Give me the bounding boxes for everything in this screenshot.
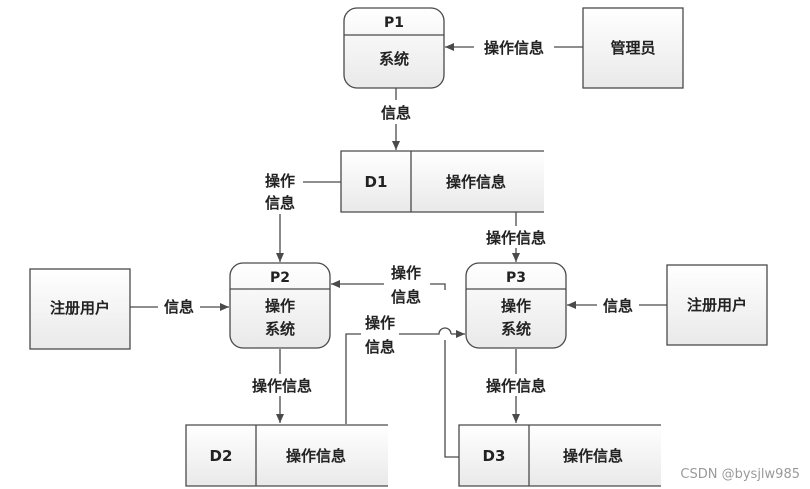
flow-d1-to-p3: 操作信息 xyxy=(486,212,546,262)
process-p1: P1 系统 xyxy=(343,7,445,89)
process-p3-name-line1: 操作 xyxy=(501,297,531,315)
flow-user-to-p3-label: 信息 xyxy=(603,297,633,315)
flow-user-to-p3: 信息 xyxy=(567,297,667,315)
process-p3: P3 操作 系统 xyxy=(465,262,567,349)
flow-admin-to-p1: 操作信息 xyxy=(445,39,583,57)
flow-p3-to-d3: 操作信息 xyxy=(486,349,546,423)
entity-user-right: 注册用户 xyxy=(666,264,768,346)
entity-user-left-label: 注册用户 xyxy=(50,299,110,317)
flow-d1-to-p2: 操作 信息 xyxy=(265,172,341,262)
flow-d1-to-p2-label-line2: 信息 xyxy=(265,194,295,212)
process-p2-id: P2 xyxy=(270,270,290,286)
datastore-d2-id: D2 xyxy=(210,447,233,465)
flow-p2-to-d2: 操作信息 xyxy=(252,349,312,423)
flow-d2-to-p3-label-line2: 信息 xyxy=(365,338,395,356)
flow-p1-to-d1: 信息 xyxy=(381,88,411,150)
flow-d1-to-p3-label: 操作信息 xyxy=(486,229,546,247)
flow-d1-to-p2-label-line1: 操作 xyxy=(265,172,295,190)
process-p2-name-line2: 系统 xyxy=(265,320,295,338)
datastore-d2-name: 操作信息 xyxy=(286,447,346,465)
flow-p2-to-d2-label: 操作信息 xyxy=(252,377,312,395)
process-p1-name: 系统 xyxy=(379,50,409,68)
process-p1-id: P1 xyxy=(384,15,404,31)
datastore-d3-name: 操作信息 xyxy=(563,447,623,465)
flow-user-to-p2: 信息 xyxy=(130,298,229,316)
flow-p3-to-p2-label-line1: 操作 xyxy=(391,264,421,282)
flow-p3-to-p2: 操作 信息 xyxy=(331,264,459,458)
entity-admin: 管理员 xyxy=(582,7,684,89)
datastore-d2: D2 操作信息 xyxy=(185,424,388,487)
process-p2: P2 操作 系统 xyxy=(229,262,331,349)
entity-user-right-label: 注册用户 xyxy=(687,296,747,314)
flow-d2-to-p3: 操作 信息 xyxy=(345,314,465,424)
flow-p3-to-p2-label-line2: 信息 xyxy=(391,288,421,306)
datastore-d1-id: D1 xyxy=(365,173,388,191)
flow-p3-to-d3-label: 操作信息 xyxy=(486,377,546,395)
flow-admin-to-p1-label: 操作信息 xyxy=(484,39,544,57)
process-p2-name-line1: 操作 xyxy=(265,297,295,315)
entity-user-left: 注册用户 xyxy=(29,268,131,350)
entity-admin-label: 管理员 xyxy=(610,39,655,57)
process-p3-name-line2: 系统 xyxy=(501,320,531,338)
datastore-d3: D3 操作信息 xyxy=(458,424,661,487)
watermark: CSDN @bysjlw985 xyxy=(680,467,800,482)
datastore-d3-id: D3 xyxy=(483,447,506,465)
flow-user-to-p2-label: 信息 xyxy=(164,298,194,316)
flow-d2-to-p3-label-line1: 操作 xyxy=(365,314,395,332)
datastore-d1-name: 操作信息 xyxy=(446,173,506,191)
flow-p1-to-d1-label: 信息 xyxy=(381,104,411,122)
datastore-d1: D1 操作信息 xyxy=(340,150,544,213)
process-p3-id: P3 xyxy=(506,270,526,286)
